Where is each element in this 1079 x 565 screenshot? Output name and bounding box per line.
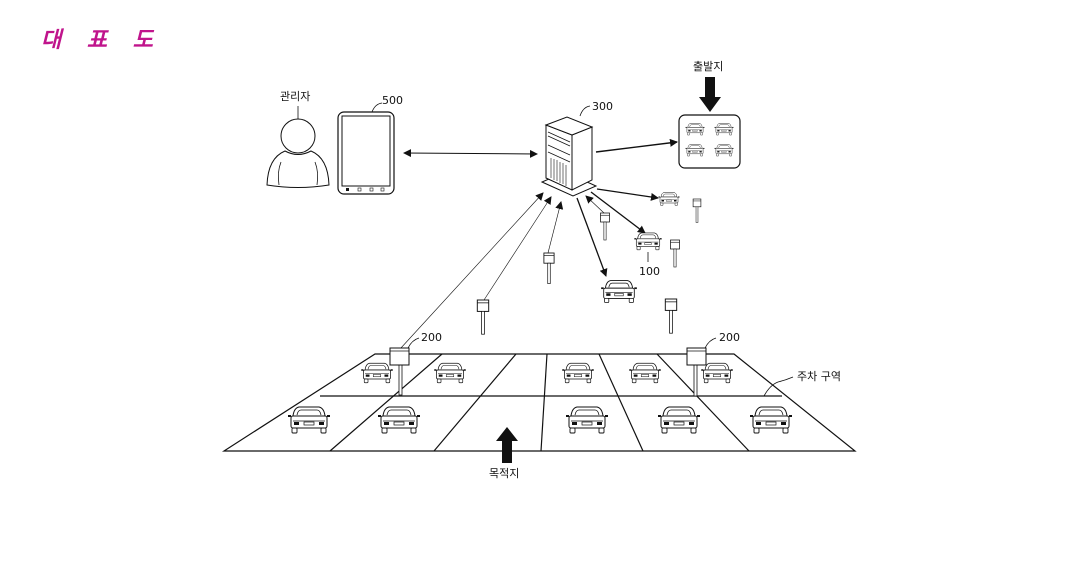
parked-vehicle-icon	[700, 362, 734, 384]
server-origin-link	[595, 138, 678, 153]
server-ref-label: 300	[592, 100, 613, 113]
server-icon	[540, 105, 598, 197]
parked-vehicle-icon	[628, 362, 662, 384]
sensor-pole-icon	[600, 212, 610, 241]
parked-vehicle-icon	[377, 406, 421, 434]
admin-label: 관리자	[280, 90, 310, 103]
parking-sensor-left	[389, 337, 420, 396]
parked-vehicle-icon	[360, 362, 394, 384]
parked-vehicle-icon	[749, 406, 793, 434]
pole-server-link	[585, 195, 605, 214]
tablet-server-link	[403, 149, 538, 158]
server-vehicle-link-1	[596, 188, 659, 201]
parking-zone-label: 주차 구역	[797, 370, 841, 383]
tablet-ref-label: 500	[382, 94, 403, 107]
admin-person-icon	[266, 106, 330, 188]
parked-vehicle-icon	[433, 362, 467, 384]
parking-sensor-right	[686, 337, 717, 397]
parked-vehicle-icon	[565, 406, 609, 434]
origin-label: 출발지	[693, 60, 723, 73]
pole-server-link	[547, 201, 564, 254]
sensor-pole-icon	[670, 239, 680, 268]
vehicle-icon	[600, 280, 638, 304]
sensor-pole-icon	[476, 299, 490, 335]
origin-parking-box	[678, 114, 741, 169]
pole-server-link	[483, 196, 552, 301]
tablet-icon	[337, 102, 395, 195]
server-vehicle-link-2	[590, 191, 646, 234]
origin-arrow-icon	[699, 77, 721, 112]
sensor-server-link	[399, 192, 544, 350]
sensor-ref-label-right: 200	[719, 331, 740, 344]
destination-arrow-icon	[496, 427, 518, 463]
parked-vehicle-icon	[657, 406, 701, 434]
vehicle-icon	[658, 192, 680, 206]
parking-zone-leader	[763, 376, 794, 397]
sensor-pole-icon	[543, 252, 555, 285]
parked-vehicle-icon	[561, 362, 595, 384]
figure-title: 대 표 도	[41, 28, 163, 53]
destination-label: 목적지	[489, 467, 519, 480]
vehicle-ref-label: 100	[639, 265, 660, 278]
vehicle-icon	[634, 232, 662, 251]
sensor-pole-icon	[692, 198, 702, 223]
server-vehicle-link-3	[576, 197, 608, 277]
parking-zone-grid	[221, 353, 857, 452]
parked-vehicle-icon	[287, 406, 331, 434]
sensor-pole-icon	[664, 298, 678, 334]
sensor-ref-label-left: 200	[421, 331, 442, 344]
